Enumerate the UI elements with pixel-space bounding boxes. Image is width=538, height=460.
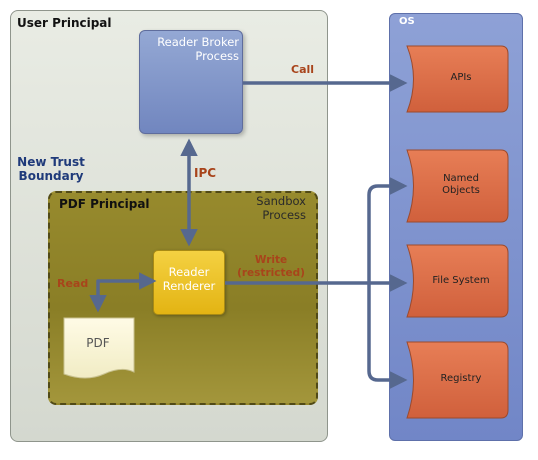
pdf-document-label: PDF [86, 336, 110, 350]
reader-renderer-label: Reader Renderer [153, 265, 225, 294]
reader-renderer-line-1: Reader [168, 265, 210, 279]
sandbox-line-2: Process [262, 207, 306, 222]
os-item-registry [406, 341, 509, 419]
sandbox-line-1: Sandbox [256, 194, 306, 208]
os-item-file-system [406, 244, 509, 318]
write-branch-registry [367, 283, 408, 389]
os-title: OS [399, 16, 415, 27]
read-arrow [89, 272, 157, 313]
os-fs-line-1: File System [432, 275, 490, 286]
reader-broker-line-2: Process [195, 48, 239, 63]
ipc-label: IPC [194, 166, 217, 180]
reader-broker-label: Reader Broker Process [139, 35, 239, 64]
write-label-line-2: (restricted) [237, 266, 305, 279]
os-named-line-1: Named [443, 173, 479, 184]
os-item-named-objects-label: Named Objects [414, 173, 508, 197]
os-item-registry-label: Registry [414, 373, 508, 385]
reader-broker-process [139, 30, 243, 134]
write-label-line-1: Write [254, 254, 288, 266]
call-label: Call [291, 63, 315, 76]
trust-boundary-line-2: Boundary [18, 169, 84, 184]
pdf-document [63, 317, 135, 379]
user-principal-title: User Principal [17, 16, 112, 30]
os-named-line-2: Objects [442, 185, 480, 196]
trust-boundary-line-1: New Trust [17, 155, 85, 169]
os-item-named-objects [406, 149, 509, 223]
sandbox-process-label: Sandbox Process [236, 194, 306, 223]
pdf-principal-title: PDF Principal [59, 197, 150, 211]
read-label: Read [57, 277, 89, 290]
write-branch-named-objects [367, 177, 408, 283]
reader-broker-line-1: Reader Broker [157, 35, 239, 49]
trust-boundary-label: New Trust Boundary [12, 155, 90, 184]
os-item-apis [406, 45, 509, 113]
os-item-file-system-label: File System [414, 275, 508, 287]
os-registry-line-1: Registry [440, 373, 482, 384]
os-item-apis-label: APIs [414, 72, 508, 84]
os-apis-line-1: APIs [450, 72, 472, 83]
write-label: Write (restricted) [232, 254, 310, 279]
reader-renderer-line-2: Renderer [162, 278, 216, 293]
